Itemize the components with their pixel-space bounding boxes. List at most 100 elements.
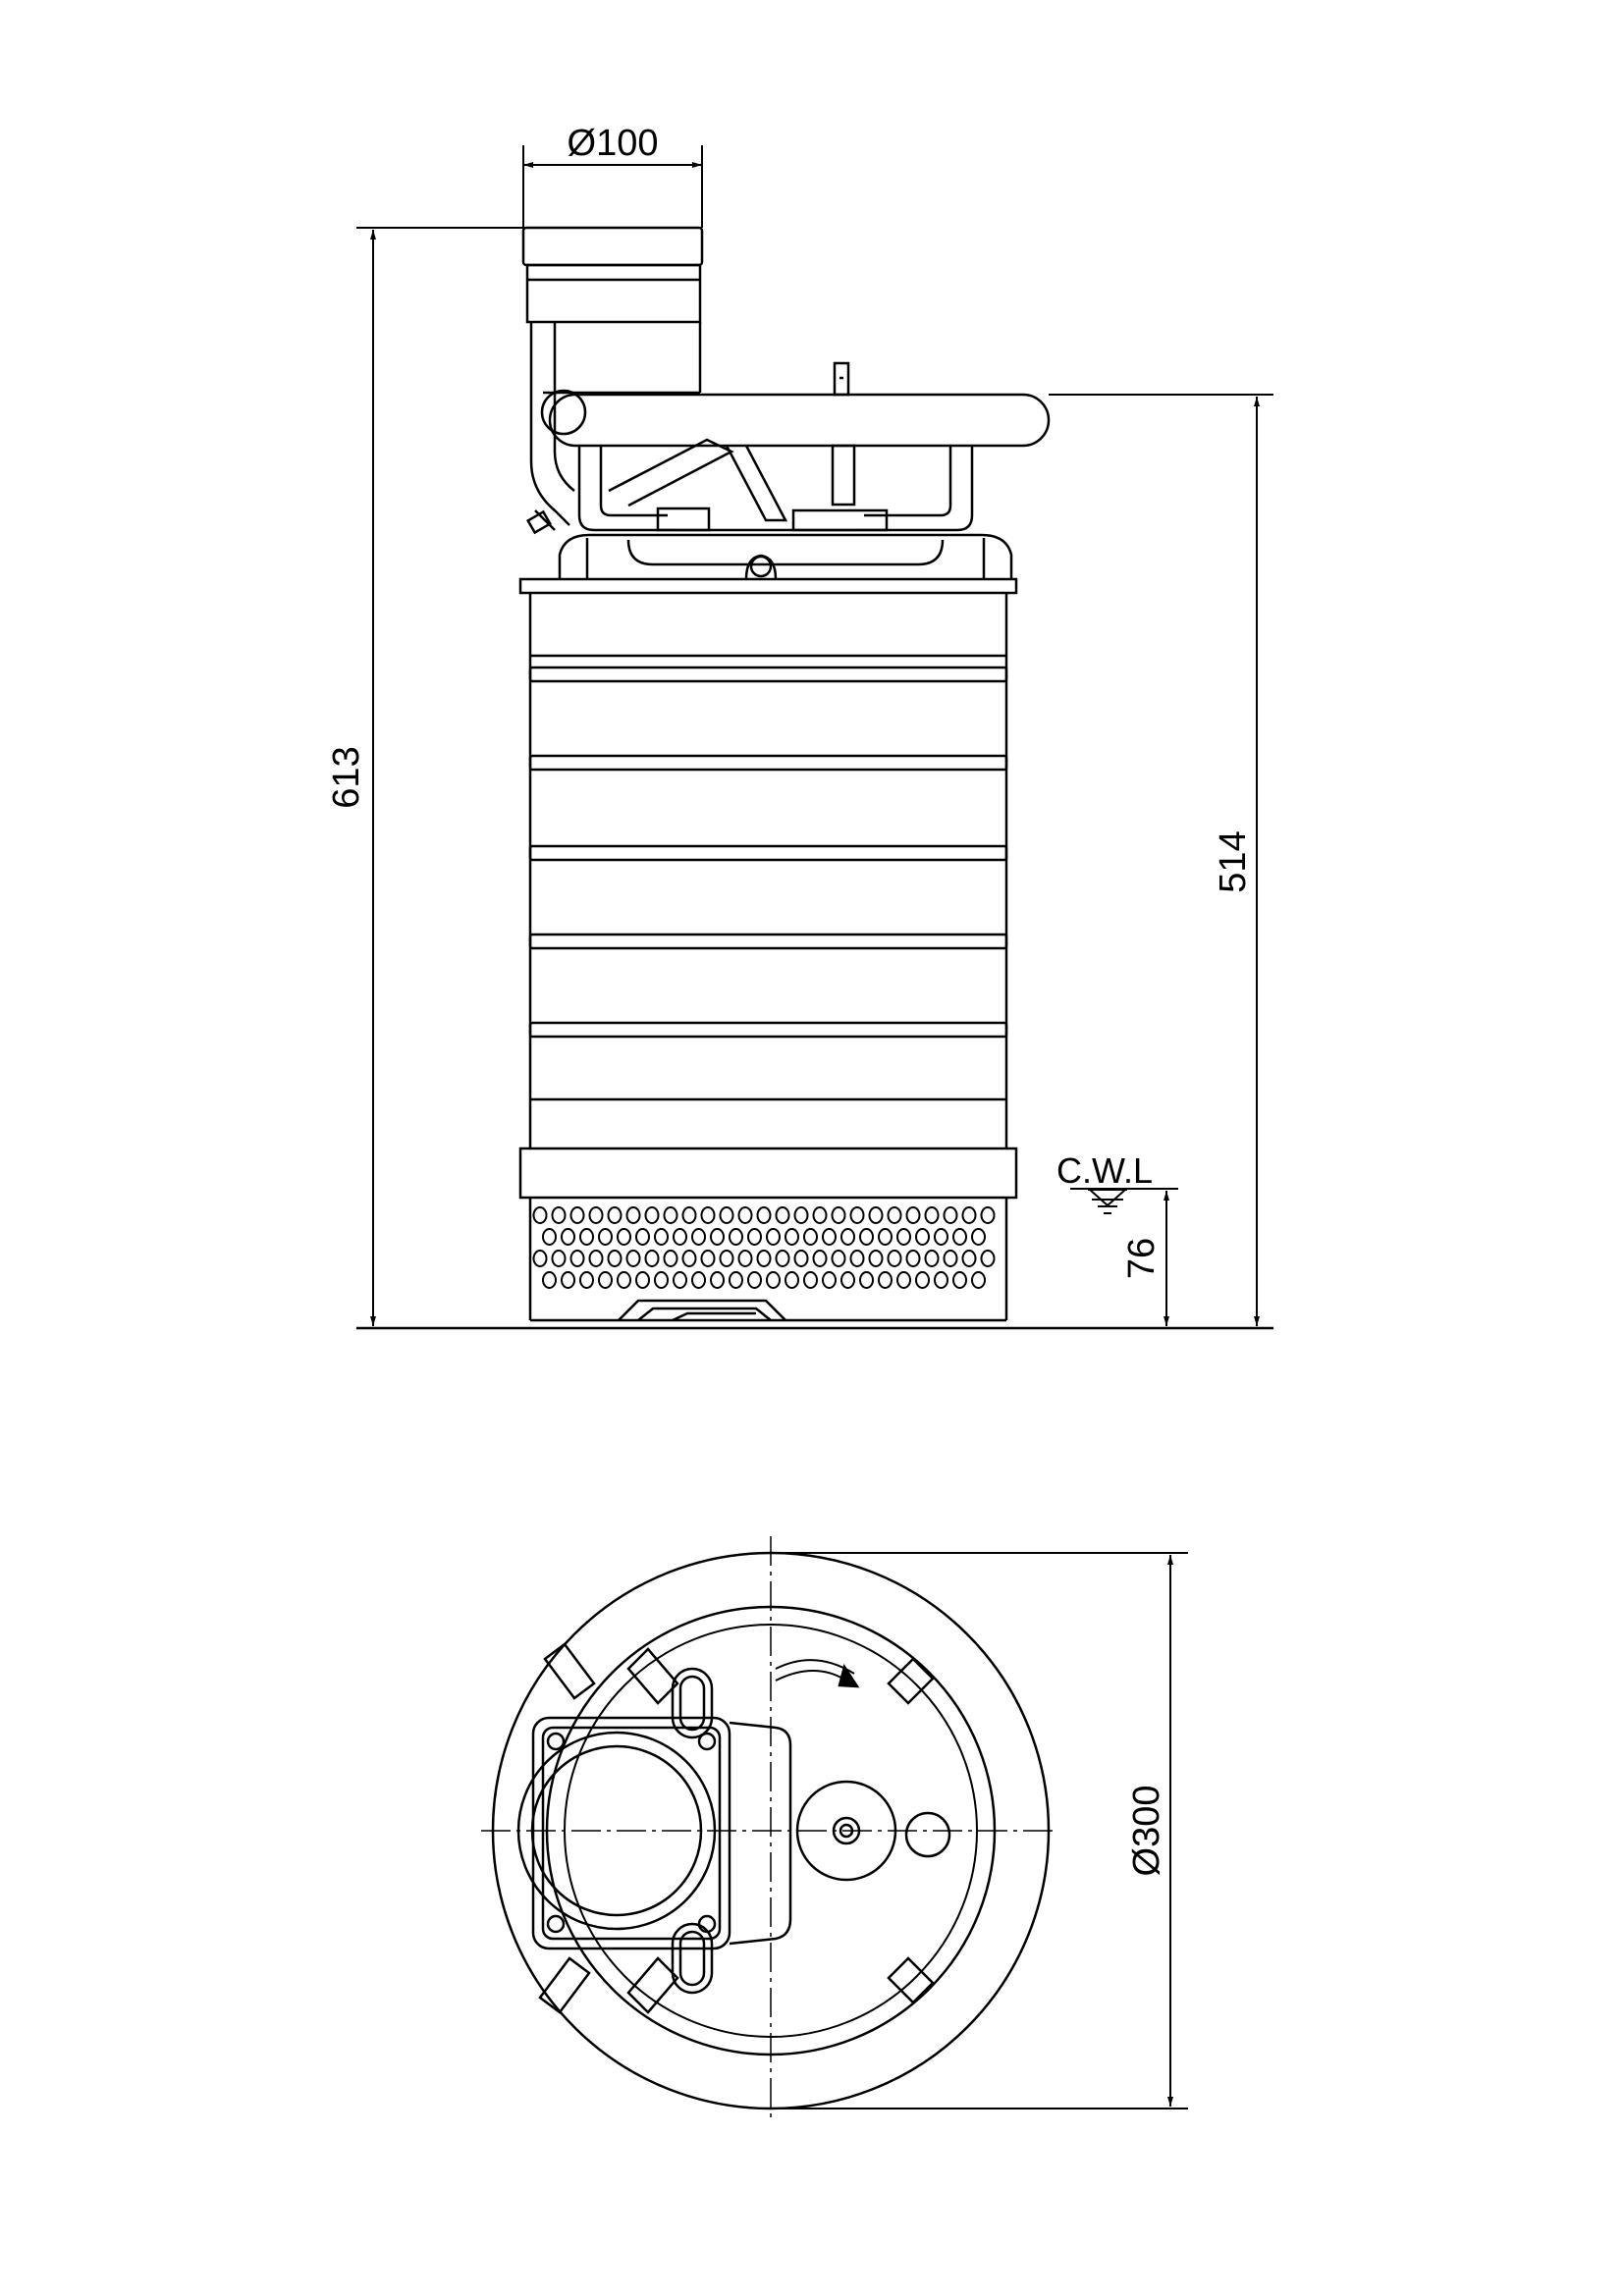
discharge-flange (516, 1716, 792, 1950)
strainer-hole (654, 1271, 669, 1289)
strainer-hole (542, 1228, 557, 1246)
strainer-hole (952, 1271, 967, 1289)
strainer-hole (785, 1271, 799, 1289)
water-level-height-label: 76 (1121, 1238, 1163, 1279)
strainer-hole (663, 1250, 678, 1267)
strainer-hole (887, 1206, 902, 1224)
strainer-hole (607, 1206, 623, 1224)
strainer-hole (625, 1206, 641, 1224)
strainer-hole (878, 1228, 893, 1246)
strainer (528, 1198, 1008, 1322)
strainer-hole (561, 1228, 575, 1246)
strainer-hole (775, 1250, 790, 1267)
base-foot (618, 1299, 786, 1322)
strainer-hole (905, 1250, 921, 1267)
pump-body (528, 593, 1008, 1148)
strainer-hole (681, 1250, 697, 1267)
strainer-hole (747, 1228, 762, 1246)
strainer-hole (980, 1206, 996, 1224)
strainer-hole (588, 1206, 604, 1224)
strainer-hole (971, 1271, 986, 1289)
strainer-hole (644, 1206, 660, 1224)
strainer-hole (700, 1250, 716, 1267)
strainer-hole (654, 1228, 669, 1246)
strainer-hole (934, 1271, 948, 1289)
strainer-hole (635, 1271, 650, 1289)
strainer-hole (952, 1228, 967, 1246)
strainer-hole (737, 1206, 753, 1224)
strainer-hole (822, 1228, 837, 1246)
strainer-hole (793, 1206, 809, 1224)
strainer-hole (569, 1206, 585, 1224)
side-dimensions (356, 145, 1273, 1326)
strainer-hole (887, 1250, 902, 1267)
strainer-hole (756, 1250, 772, 1267)
strainer-hole (719, 1250, 734, 1267)
strainer-hole (934, 1228, 948, 1246)
strainer-hole (980, 1250, 996, 1267)
body-diameter-label: Ø300 (1126, 1786, 1167, 1877)
water-level-label: C.W.L (1056, 1150, 1153, 1191)
strainer-hole (924, 1250, 940, 1267)
strainer-hole (579, 1228, 594, 1246)
strainer-hole (943, 1206, 958, 1224)
strainer-hole (831, 1250, 846, 1267)
outlet-diameter-label: Ø100 (568, 123, 659, 164)
lower-ring (518, 1147, 1018, 1200)
lifting-frame (577, 438, 974, 532)
handle (548, 361, 1051, 448)
strainer-hole (710, 1271, 725, 1289)
strainer-hole (915, 1271, 930, 1289)
overall-height-label: 613 (326, 746, 367, 808)
cable-entry (904, 1811, 951, 1858)
strainer-hole (766, 1271, 781, 1289)
strainer-hole (532, 1250, 548, 1267)
strainer-hole (840, 1228, 855, 1246)
strainer-hole (673, 1228, 687, 1246)
strainer-hole (831, 1206, 846, 1224)
strainer-hole (896, 1228, 911, 1246)
strainer-hole (812, 1250, 828, 1267)
strainer-hole (822, 1271, 837, 1289)
handle-height-label: 514 (1213, 830, 1254, 892)
top-flange (518, 577, 1018, 595)
strainer-hole (588, 1250, 604, 1267)
strainer-hole (785, 1228, 799, 1246)
strainer-hole (766, 1228, 781, 1246)
strainer-hole (617, 1228, 631, 1246)
strainer-hole (896, 1271, 911, 1289)
strainer-hole (532, 1206, 548, 1224)
strainer-hole (756, 1206, 772, 1224)
strainer-hole (598, 1271, 613, 1289)
strainer-hole (551, 1250, 567, 1267)
strainer-hole (644, 1250, 660, 1267)
strainer-hole (961, 1250, 977, 1267)
strainer-hole (729, 1271, 743, 1289)
strainer-hole (840, 1271, 855, 1289)
strainer-hole (915, 1228, 930, 1246)
strainer-hole (747, 1271, 762, 1289)
strainer-hole (775, 1206, 790, 1224)
ring-lugs (626, 1647, 935, 2014)
strainer-hole (729, 1228, 743, 1246)
strainer-hole (849, 1206, 865, 1224)
strainer-hole (737, 1250, 753, 1267)
strainer-hole (710, 1228, 725, 1246)
strainer-hole (849, 1250, 865, 1267)
water-level-symbol (1088, 1189, 1127, 1214)
strainer-hole (598, 1228, 613, 1246)
strainer-hole (607, 1250, 623, 1267)
strainer-hole (551, 1206, 567, 1224)
side-view (518, 226, 1051, 1322)
strainer-hole (542, 1271, 557, 1289)
centre-lines (481, 1536, 1056, 2120)
body-diameter-dimension (771, 1552, 1188, 2109)
strainer-hole (691, 1228, 706, 1246)
strainer-hole (579, 1271, 594, 1289)
strainer-hole (691, 1271, 706, 1289)
strainer-hole (663, 1206, 678, 1224)
strainer-hole (859, 1271, 874, 1289)
strainer-hole (943, 1250, 958, 1267)
strainer-hole (569, 1250, 585, 1267)
